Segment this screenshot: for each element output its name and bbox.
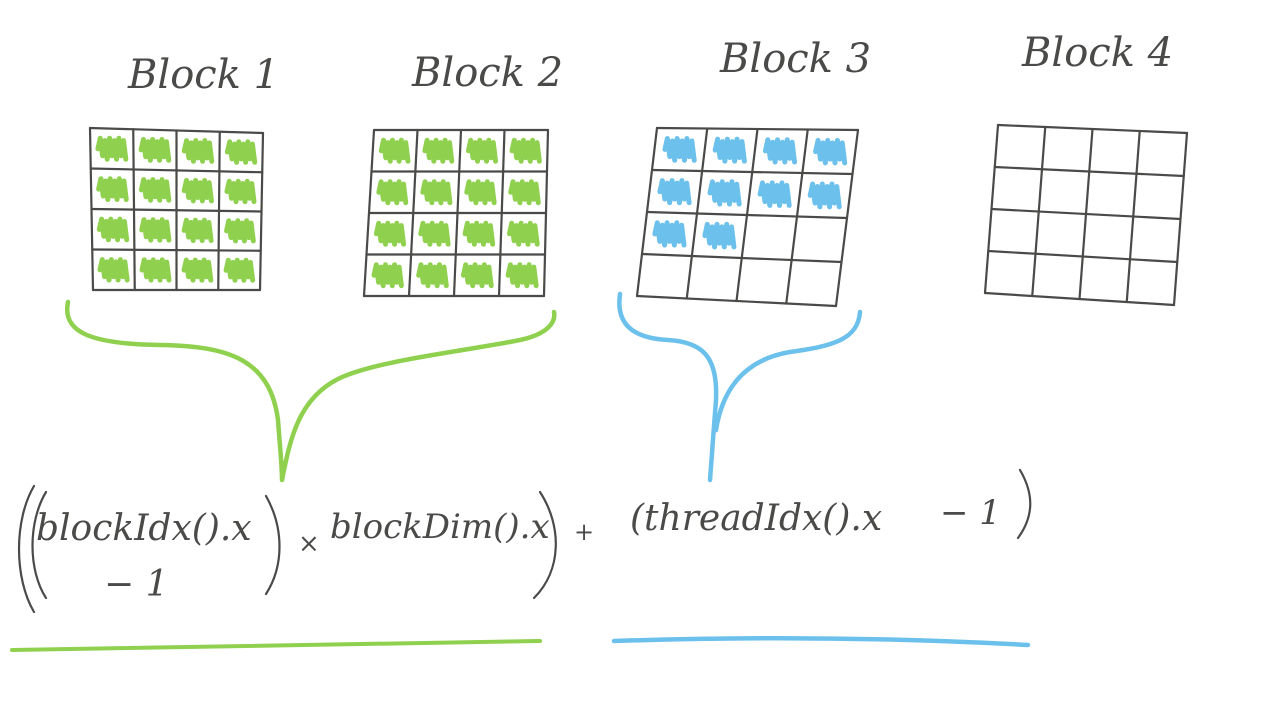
grid-col-line: [132, 128, 136, 292]
filled-cell-scribble: [460, 262, 494, 289]
filled-cell-scribble: [505, 262, 539, 289]
filled-cell-scribble: [138, 136, 172, 163]
filled-cell-scribble: [223, 257, 256, 283]
block-3-grid: [635, 126, 860, 308]
filled-cell-scribble: [662, 136, 697, 163]
filled-cell-scribble: [416, 262, 449, 289]
green-brace: [64, 299, 557, 483]
filled-cell-scribble: [464, 179, 497, 206]
block-dim-term: blockDim().x: [330, 507, 550, 547]
filled-cell-scribble: [96, 176, 129, 203]
grid-col-line: [635, 126, 659, 298]
block-3-label: Block 3: [719, 36, 871, 82]
grid-col-line: [258, 131, 265, 292]
filled-cell-scribble: [181, 138, 215, 164]
grid-col-line: [785, 128, 809, 305]
grid-col-line: [362, 128, 376, 298]
filled-cell-scribble: [712, 136, 747, 164]
filled-cell-scribble: [762, 137, 798, 165]
filled-cell-scribble: [378, 137, 411, 164]
filled-cell-scribble: [465, 137, 499, 164]
outer-left-paren: [17, 484, 36, 614]
inner-right-paren: [264, 494, 281, 596]
block-1-label: Block 1: [127, 52, 279, 98]
minus-one-first: − 1: [104, 564, 169, 605]
filled-cell-scribble: [95, 135, 129, 162]
filled-cell-scribble: [139, 257, 172, 283]
grid-col-line: [1078, 127, 1094, 301]
filled-cell-scribble: [707, 179, 742, 207]
grid-col-line: [983, 123, 1000, 295]
grid-col-line: [834, 128, 860, 308]
filled-cell-scribble: [224, 218, 256, 244]
filled-cell-scribble: [224, 139, 258, 165]
block-1-grid: [88, 126, 265, 292]
filled-cell-scribble: [96, 216, 130, 243]
filled-cell-scribble: [657, 178, 692, 206]
filled-cell-scribble: [371, 262, 404, 289]
filled-cell-scribble: [509, 137, 542, 164]
blue-underline: [611, 635, 1031, 648]
filled-cell-scribble: [757, 180, 792, 208]
grid-col-line: [735, 127, 759, 303]
outer-right-paren: [532, 490, 557, 600]
filled-cell-scribble: [97, 257, 130, 283]
filled-cell-scribble: [138, 177, 172, 203]
filled-cell-scribble: [373, 220, 407, 247]
block-4-label: Block 4: [1021, 30, 1173, 76]
thread-close-paren: [1016, 468, 1032, 540]
filled-cell-scribble: [418, 220, 451, 247]
filled-cell-scribble: [422, 137, 455, 164]
filled-cell-scribble: [181, 217, 214, 244]
grid-col-line: [88, 126, 95, 292]
grid-col-line: [407, 128, 419, 298]
filled-cell-scribble: [181, 177, 214, 204]
filled-cell-scribble: [508, 179, 541, 206]
grid-col-line: [217, 130, 221, 292]
inner-left-paren: [31, 490, 48, 600]
minus-one-second: − 1: [940, 493, 1001, 533]
block-idx-term: blockIdx().x: [36, 508, 252, 549]
blue-brace: [617, 291, 863, 483]
filled-cell-scribble: [462, 220, 496, 247]
filled-cell-scribble: [652, 220, 687, 248]
filled-cell-scribble: [813, 137, 848, 166]
filled-cell-scribble: [224, 178, 257, 205]
grid-col-line: [1125, 129, 1141, 304]
filled-cell-scribble: [376, 179, 409, 206]
filled-cell-scribble: [506, 220, 540, 247]
block-4-grid: [983, 123, 1189, 307]
filled-cell-scribble: [702, 221, 737, 250]
grid-col-line: [685, 127, 709, 300]
filled-cell-scribble: [139, 217, 172, 243]
grid-col-line: [1172, 131, 1189, 307]
grid-col-line: [497, 128, 506, 298]
plus-sign: +: [574, 518, 594, 546]
filled-cell-scribble: [181, 257, 214, 283]
grid-col-line: [1031, 125, 1047, 298]
block-2-label: Block 2: [411, 50, 563, 96]
grid-col-line: [542, 128, 550, 298]
green-underline: [10, 639, 542, 652]
times-sign: ×: [298, 529, 320, 559]
block-2-grid: [362, 128, 550, 298]
thread-idx-term: (threadIdx().x: [630, 498, 882, 539]
filled-cell-scribble: [807, 181, 842, 210]
filled-cell-scribble: [420, 179, 453, 206]
grid-col-line: [452, 128, 463, 298]
